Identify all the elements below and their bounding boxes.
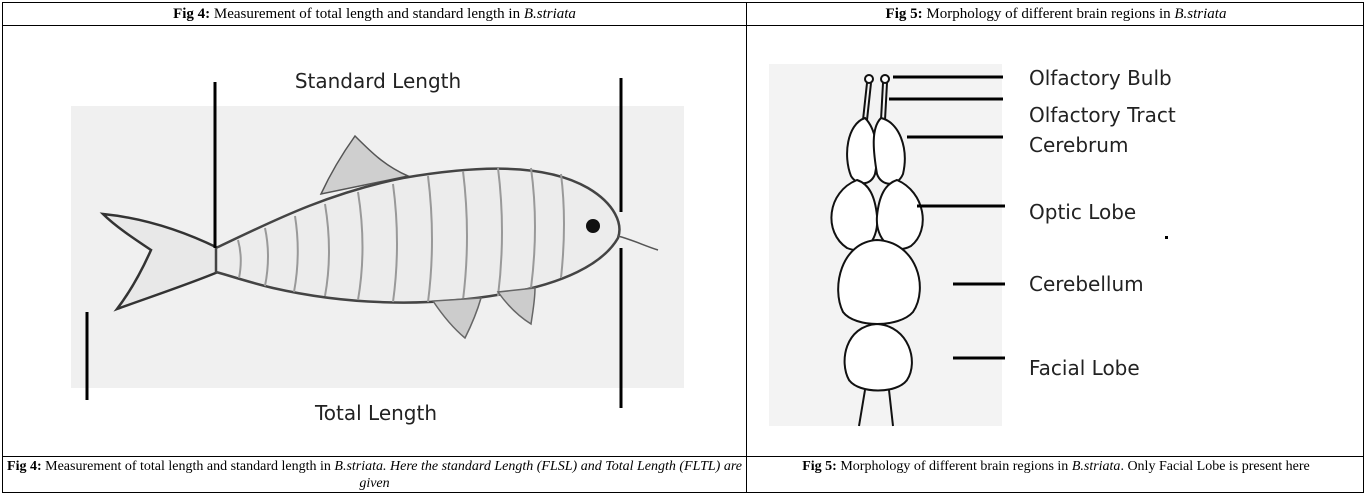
fig4-caption-species: B.striata. Here the standard Length (FLS… <box>334 459 742 491</box>
standard-length-label: Standard Length <box>295 69 461 93</box>
olfactory-bulb-right <box>881 75 889 83</box>
fig4-caption: Fig 4: Measurement of total length and s… <box>3 457 746 494</box>
fig5-caption-text: Morphology of different brain regions in <box>837 459 1072 474</box>
cerebellum-label: Cerebellum <box>1029 272 1144 296</box>
fig4-fish-image: Standard Length Total Length <box>3 26 746 456</box>
fig5-caption-label: Fig 5: <box>802 459 837 474</box>
fig5-header-text: Morphology of different brain regions in <box>923 6 1175 22</box>
facial-lobe-label: Facial Lobe <box>1029 356 1140 380</box>
optic-lobe-label: Optic Lobe <box>1029 200 1136 224</box>
fig4-header-species: B.striata <box>524 6 576 22</box>
total-length-label: Total Length <box>314 401 437 425</box>
fig4-caption-text: Measurement of total length and standard… <box>42 459 335 474</box>
fig4-caption-label: Fig 4: <box>7 459 42 474</box>
fig5-header-species: B.striata <box>1174 6 1226 22</box>
fig5-brain-image: Olfactory Bulb Olfactory Tract Cerebrum … <box>747 26 1365 456</box>
fig5-caption: Fig 5: Morphology of different brain reg… <box>747 457 1365 494</box>
cerebrum-label: Cerebrum <box>1029 133 1128 157</box>
fig5-header-label: Fig 5: <box>886 6 923 22</box>
fig4-header-label: Fig 4: <box>173 6 210 22</box>
fig4-header-text: Measurement of total length and standard… <box>210 6 524 22</box>
stray-dot <box>1165 236 1168 239</box>
fig5-header: Fig 5: Morphology of different brain reg… <box>747 3 1365 25</box>
fish-eye <box>586 219 600 233</box>
olfactory-tract-label: Olfactory Tract <box>1029 103 1176 127</box>
olfactory-bulb-left <box>865 75 873 83</box>
fig4-header: Fig 4: Measurement of total length and s… <box>3 3 746 25</box>
fig5-caption-tail: . Only Facial Lobe is present here <box>1120 459 1309 474</box>
olfactory-bulb-label: Olfactory Bulb <box>1029 66 1172 90</box>
fig5-caption-species: B.striata <box>1072 459 1121 474</box>
